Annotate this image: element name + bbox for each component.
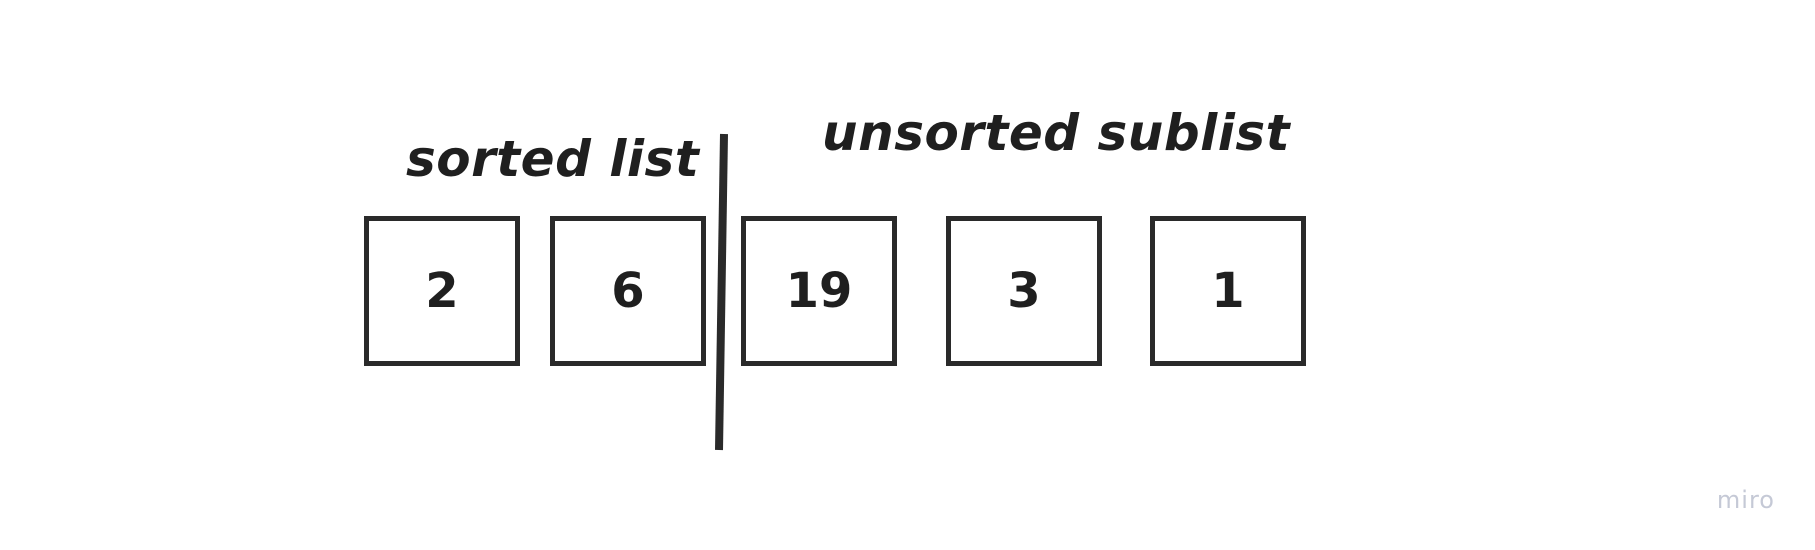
list-item-box: 3 [946,216,1102,366]
list-item-box: 6 [550,216,706,366]
list-item-box: 2 [364,216,520,366]
list-item-box: 19 [741,216,897,366]
unsorted-sublist-label: unsorted sublist [822,104,1291,162]
partition-divider-line [715,133,728,451]
list-item-box: 1 [1150,216,1306,366]
sorted-list-label: sorted list [406,130,700,188]
miro-watermark: miro [1716,486,1775,514]
